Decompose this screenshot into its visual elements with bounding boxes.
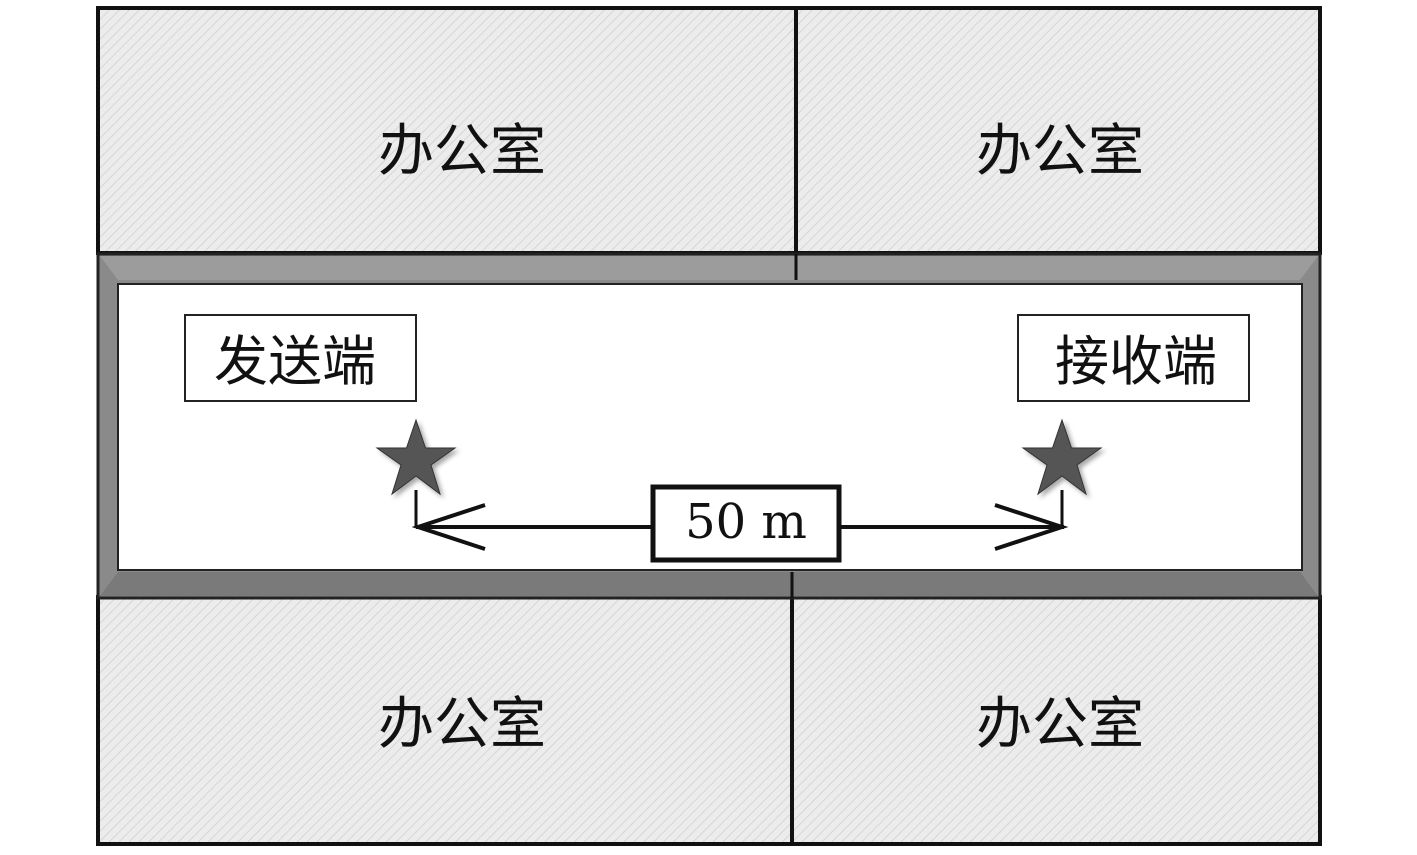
corridor-wall-bevel-bottom bbox=[100, 572, 1318, 596]
transmitter-label-box bbox=[184, 314, 417, 402]
arrowhead-right bbox=[994, 503, 1069, 551]
office-room-top-right bbox=[794, 6, 1322, 255]
receiver-star-icon bbox=[1021, 418, 1103, 496]
office-room-top-left bbox=[96, 6, 798, 255]
transmitter-label: 发送端 bbox=[214, 330, 376, 393]
arrowhead-left bbox=[411, 503, 486, 551]
distance-label-box bbox=[650, 484, 842, 563]
receiver-label: 接收端 bbox=[1055, 330, 1217, 393]
corridor-wall-bevel-top bbox=[100, 256, 1318, 280]
office-label-top-left: 办公室 bbox=[378, 119, 546, 184]
transmitter-star-icon bbox=[375, 418, 457, 496]
office-label-top-right: 办公室 bbox=[976, 119, 1144, 184]
office-label-bottom-left: 办公室 bbox=[378, 692, 546, 757]
distance-label: 50 m bbox=[685, 494, 807, 550]
office-room-bottom-right bbox=[790, 595, 1322, 846]
office-label-bottom-right: 办公室 bbox=[976, 692, 1144, 757]
receiver-label-box bbox=[1017, 314, 1250, 402]
